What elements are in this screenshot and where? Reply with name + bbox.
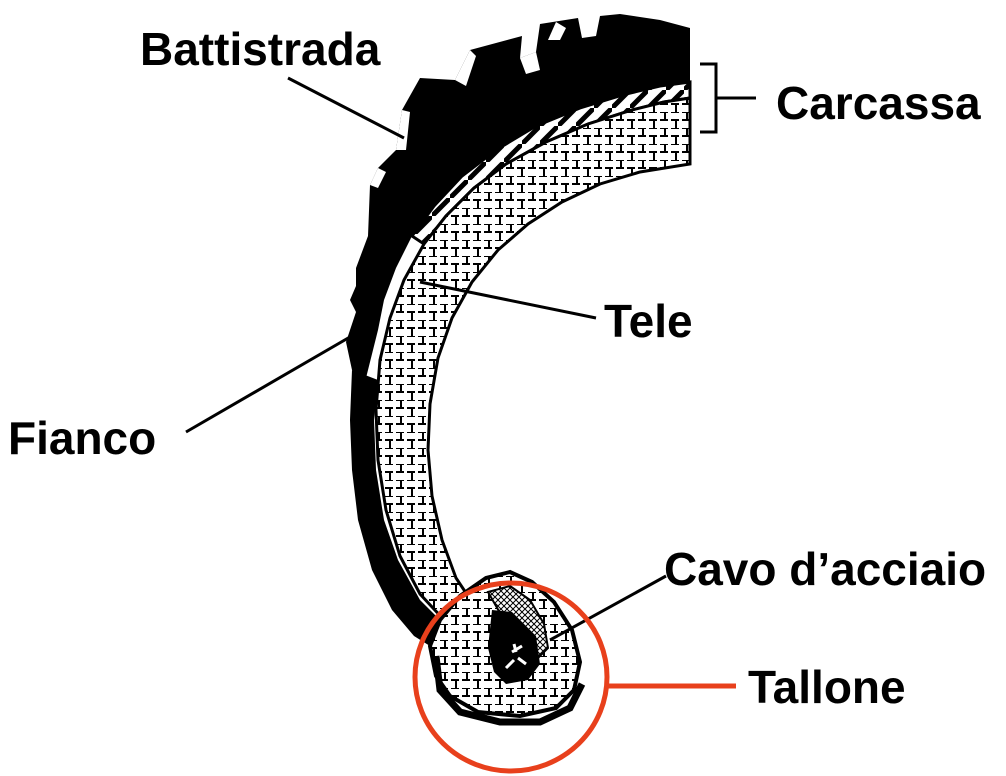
carcassa-bracket <box>700 64 756 132</box>
label-tele: Tele <box>604 298 693 344</box>
label-tallone: Tallone <box>748 664 906 710</box>
label-carcassa: Carcassa <box>776 80 981 126</box>
label-fianco: Fianco <box>8 415 156 461</box>
label-cavo-acciaio: Cavo d’acciaio <box>664 546 986 592</box>
leader-cavo <box>550 576 666 640</box>
leader-fianco <box>186 330 362 432</box>
leader-battistrada <box>288 78 404 138</box>
label-battistrada: Battistrada <box>140 26 380 72</box>
